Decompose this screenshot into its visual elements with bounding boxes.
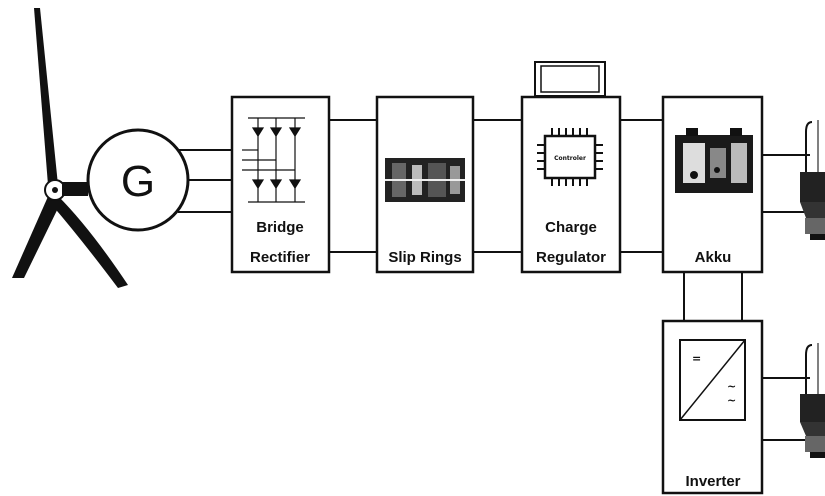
ac-symbol-2: ~ (727, 394, 736, 407)
akku-label: Akku (695, 249, 732, 266)
inverter-block: = ~ ~ Inverter (661, 319, 764, 495)
rectifier-label-line2: Rectifier (250, 249, 310, 266)
dc-symbol: = (692, 352, 701, 365)
lamp-icon (800, 343, 825, 458)
charge-regulator-block: Controler Charge Regulator (520, 61, 622, 274)
slip-rings-block: Slip Rings (375, 95, 475, 274)
generator-symbol: G (121, 157, 155, 206)
battery-icon (675, 128, 753, 193)
wind-turbine-icon (12, 8, 128, 288)
regulator-label-line2: Regulator (536, 249, 606, 266)
bridge-rectifier-block: Bridge Rectifier (230, 95, 331, 274)
diode-bridge-icon (242, 117, 305, 203)
wiring (178, 119, 810, 441)
chip-label: Controler (554, 155, 586, 162)
rectifier-label-line1: Bridge (256, 219, 304, 236)
slip-rings-icon (385, 158, 465, 202)
generator: G (86, 128, 190, 232)
akku-block: Akku (661, 95, 764, 274)
regulator-label-line1: Charge (545, 219, 597, 236)
inverter-label: Inverter (685, 473, 740, 490)
lamp-icon (800, 120, 825, 240)
dc-ac-converter-icon: = ~ ~ (679, 339, 746, 421)
ac-symbol-1: ~ (727, 380, 736, 393)
slip-rings-label: Slip Rings (388, 249, 461, 266)
microcontroller-icon: Controler (537, 128, 603, 186)
